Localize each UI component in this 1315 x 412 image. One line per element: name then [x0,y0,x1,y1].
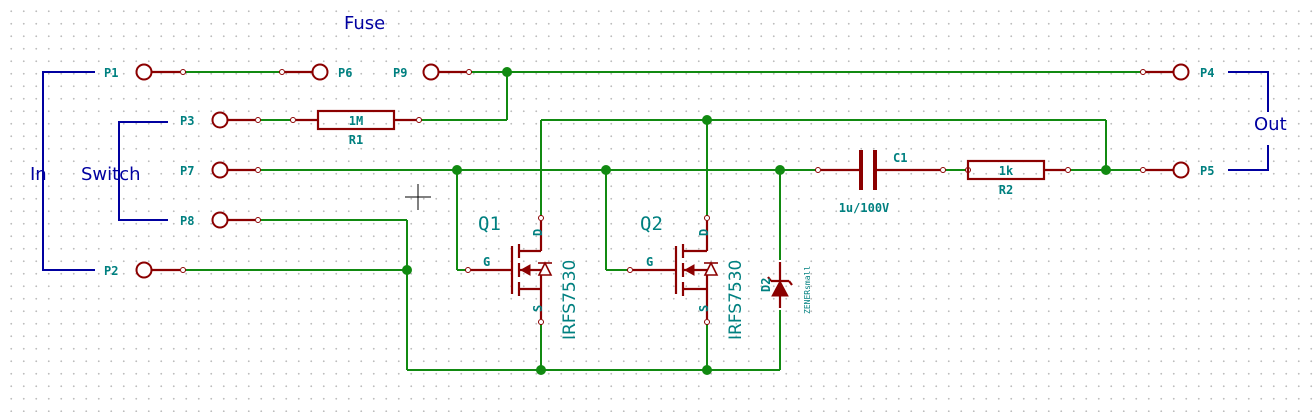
mosfet-q2-source-pin: S [697,305,711,312]
connector-p6-label: P6 [338,66,352,80]
connector-p8[interactable]: P8 [180,211,261,229]
connector-p9[interactable]: P9 [393,63,472,81]
connector-p5-label: P5 [1200,164,1214,178]
resistor-r1[interactable]: 1M R1 [290,109,422,147]
connector-p9-label: P9 [393,66,407,80]
junction-dot [452,165,462,175]
zener-diode-d2-part: ZENERsmall [803,266,812,314]
connector-p5[interactable]: P5 [1140,161,1215,179]
junctions [402,67,1111,375]
net-label-switch: Switch [81,164,141,185]
junction-dot [536,365,546,375]
connector-p3[interactable]: P3 [180,111,261,129]
in-bus-line [42,71,95,271]
zener-diode-d2[interactable]: D2 ZENERsmall [759,262,812,314]
resistor-r2[interactable]: 1k R2 [965,159,1071,197]
net-label-in: In [30,164,47,185]
mosfet-q2[interactable]: G D S Q2 IRFS7530 [627,213,747,340]
net-label-fuse: Fuse [344,13,385,34]
mosfet-q1-ref: Q1 [478,213,501,235]
mosfet-q1-part: IRFS7530 [560,260,580,340]
mosfet-q2-part: IRFS7530 [726,260,746,340]
connector-p1[interactable]: P1 [104,63,186,81]
net-label-out: Out [1254,114,1287,135]
resistor-r2-value: 1k [999,164,1014,178]
capacitor-c1[interactable]: C1 1u/100V [815,150,946,215]
connector-p1-label: P1 [104,66,118,80]
connector-p4[interactable]: P4 [1140,63,1215,81]
junction-dot [702,365,712,375]
mosfet-q1[interactable]: G D S Q1 IRFS7530 [465,213,581,340]
junction-dot [402,265,412,275]
out-bus-line-top [1228,71,1269,112]
crosshair-cursor-icon [405,184,431,210]
switch-bus-line [118,121,168,221]
connector-p7[interactable]: P7 [180,161,261,179]
mosfet-q2-gate-pin: G [646,255,653,269]
junction-dot [1101,165,1111,175]
connector-p7-label: P7 [180,164,194,178]
mosfet-q1-gate-pin: G [483,255,490,269]
resistor-r2-ref: R2 [999,183,1013,197]
mosfet-q2-ref: Q2 [640,213,663,235]
zener-diode-d2-ref: D2 [759,278,773,292]
capacitor-c1-ref: C1 [893,151,907,165]
resistor-r1-value: 1M [349,114,363,128]
net-bus-lines [42,71,1269,271]
junction-dot [502,67,512,77]
connector-p2[interactable]: P2 [104,261,186,279]
junction-dot [601,165,611,175]
connector-p2-label: P2 [104,264,118,278]
junction-dot [702,115,712,125]
mosfet-q2-drain-pin: D [697,229,711,236]
connector-p8-label: P8 [180,214,194,228]
mosfet-q1-source-pin: S [531,305,545,312]
capacitor-c1-value: 1u/100V [839,201,890,215]
mosfet-q1-drain-pin: D [531,229,545,236]
connector-p3-label: P3 [180,114,194,128]
out-bus-line-bottom [1228,145,1269,171]
connector-p4-label: P4 [1200,66,1214,80]
junction-dot [775,165,785,175]
wires [183,71,1143,371]
resistor-r1-ref: R1 [349,133,363,147]
connector-p6[interactable]: P6 [279,63,353,81]
